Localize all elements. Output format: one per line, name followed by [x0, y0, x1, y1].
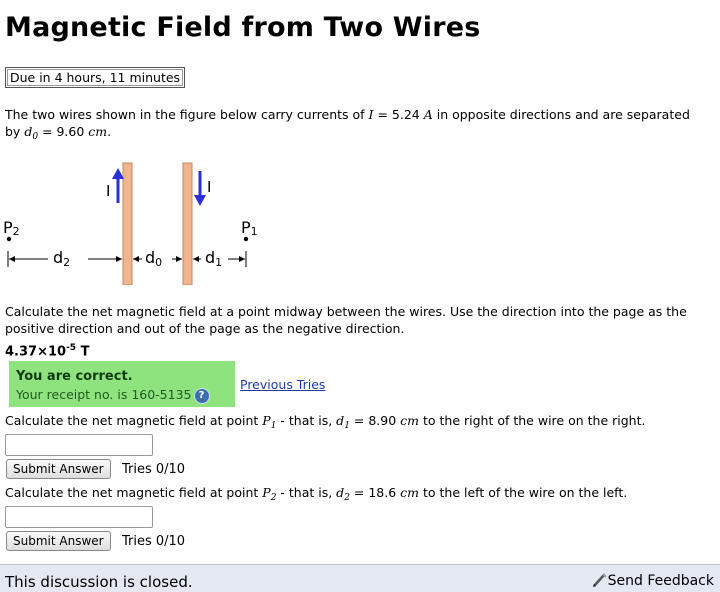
submit-answer-button-p2[interactable]: Submit Answer: [6, 531, 111, 551]
point-p1-dot: [243, 236, 249, 242]
send-feedback-button[interactable]: Send Feedback: [592, 573, 714, 589]
two-wires-figure: I I P2 P1 d2 d0 d1: [3, 162, 258, 285]
current-label-left: I: [106, 182, 110, 200]
receipt-text: Your receipt no. is 160-5135?: [16, 387, 209, 403]
send-feedback-label: Send Feedback: [607, 573, 714, 589]
problem-intro: The two wires shown in the figure below …: [5, 107, 690, 142]
help-icon[interactable]: ?: [194, 388, 209, 403]
page-title: Magnetic Field from Two Wires: [5, 12, 481, 43]
submit-answer-button-p1[interactable]: Submit Answer: [6, 459, 111, 479]
dimension-d1: [193, 251, 247, 267]
current-label-right: I: [207, 178, 211, 196]
correct-feedback-box: You are correct. Your receipt no. is 160…: [9, 361, 235, 407]
point-p1-label: P1: [241, 218, 258, 238]
answer-input-p1[interactable]: [5, 434, 153, 456]
point-p2-label: P2: [3, 218, 20, 238]
d0-label: d0: [145, 248, 162, 269]
tries-counter-p1: Tries 0/10: [122, 462, 186, 477]
dimension-d2: [7, 251, 122, 267]
correct-message: You are correct.: [16, 369, 133, 384]
question-p1-text: Calculate the net magnetic field at poin…: [5, 413, 646, 431]
pen-icon: [592, 573, 607, 587]
dimension-d0: [133, 256, 182, 262]
tries-counter-p2: Tries 0/10: [122, 534, 186, 549]
question-p2-text: Calculate the net magnetic field at poin…: [5, 485, 628, 503]
answer-input-p2[interactable]: [5, 506, 153, 528]
point-p2-dot: [6, 236, 12, 242]
discussion-closed-text: This discussion is closed.: [5, 573, 193, 591]
left-wire: [122, 162, 133, 285]
previous-tries-link[interactable]: Previous Tries: [240, 377, 326, 392]
due-badge: Due in 4 hours, 11 minutes: [5, 67, 186, 88]
right-wire: [182, 162, 193, 285]
arrow-down-icon: [194, 171, 206, 206]
d1-label: d1: [205, 248, 222, 269]
arrow-up-icon: [112, 168, 124, 203]
submitted-answer: 4.37×10-5 T: [5, 343, 90, 360]
question-midway-text: Calculate the net magnetic field at a po…: [5, 304, 687, 336]
d2-label: d2: [53, 248, 70, 269]
discussion-footer: This discussion is closed. Send Feedback: [0, 564, 720, 592]
